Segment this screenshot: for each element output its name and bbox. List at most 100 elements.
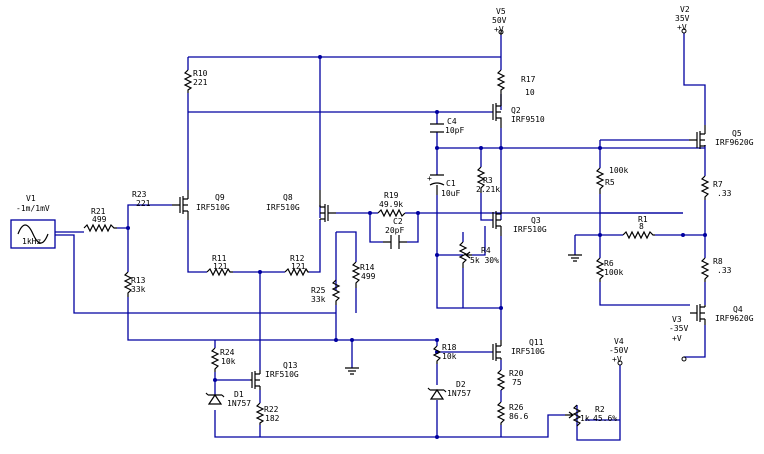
svg-text:2.21k: 2.21k: [476, 185, 500, 194]
svg-text:10k: 10k: [221, 357, 236, 366]
r2-resistor: [572, 404, 582, 427]
v5-supply-icon: [498, 29, 504, 35]
svg-text:R7: R7: [713, 180, 723, 189]
v3-supply-icon: [681, 356, 687, 362]
svg-text:R14: R14: [360, 263, 375, 272]
svg-text:45.6%: 45.6%: [593, 414, 617, 423]
svg-text:+: +: [427, 174, 432, 183]
svg-text:C4: C4: [447, 117, 457, 126]
svg-text:Q3: Q3: [531, 216, 541, 225]
q11-mosfet: [492, 340, 502, 361]
r20-resistor: [496, 369, 506, 391]
svg-text:R5: R5: [605, 178, 615, 187]
q13-mosfet: [250, 370, 261, 390]
svg-text:8: 8: [639, 222, 644, 231]
svg-text:R24: R24: [220, 348, 235, 357]
svg-text:1N757: 1N757: [447, 389, 471, 398]
svg-text:IRF9620G: IRF9620G: [715, 314, 754, 323]
r3-resistor: [476, 166, 486, 193]
svg-text:-35V: -35V: [669, 324, 688, 333]
svg-text:C2: C2: [393, 217, 403, 226]
svg-text:V5: V5: [496, 7, 506, 16]
q8-mosfet: [319, 190, 336, 222]
svg-text:+V: +V: [494, 25, 504, 34]
r18-resistor: [432, 345, 442, 364]
sources: [10, 28, 687, 366]
svg-text:R2: R2: [595, 405, 605, 414]
svg-text:R13: R13: [131, 276, 146, 285]
r7-resistor: [700, 175, 710, 200]
ground-icon: [568, 254, 582, 262]
v4-supply-icon: [617, 360, 623, 366]
d1-zener: [205, 392, 225, 405]
svg-text:1kHz: 1kHz: [22, 237, 41, 246]
svg-text:Q11: Q11: [529, 338, 544, 347]
r10-resistor: [183, 69, 193, 93]
svg-text:100k: 100k: [609, 166, 628, 175]
r4-resistor: [458, 241, 468, 268]
r21-resistor: [83, 223, 117, 233]
ground-icon: [345, 367, 359, 375]
svg-text:IRF510G: IRF510G: [266, 203, 300, 212]
diodes: [205, 387, 447, 405]
wires: [55, 33, 706, 441]
svg-text:R17: R17: [521, 75, 536, 84]
svg-text:Q13: Q13: [283, 361, 298, 370]
svg-text:V1: V1: [26, 194, 36, 203]
svg-text:R25: R25: [311, 286, 326, 295]
svg-text:.33: .33: [717, 189, 732, 198]
svg-text:R12: R12: [290, 254, 305, 263]
svg-text:Q5: Q5: [732, 129, 742, 138]
svg-text:Q8: Q8: [283, 193, 293, 202]
junctions: [126, 55, 707, 439]
svg-text:IRF510G: IRF510G: [511, 347, 545, 356]
r17-resistor: [496, 69, 506, 94]
svg-text:IRF510G: IRF510G: [265, 370, 299, 379]
svg-text:D2: D2: [456, 380, 466, 389]
svg-text:86.6: 86.6: [509, 412, 528, 421]
svg-text:10k: 10k: [442, 352, 457, 361]
svg-text:R20: R20: [509, 369, 524, 378]
svg-text:R18: R18: [442, 343, 457, 352]
svg-text:5k 30%: 5k 30%: [470, 256, 499, 265]
svg-text:R4: R4: [481, 246, 491, 255]
svg-text:+V: +V: [612, 355, 622, 364]
svg-text:-50V: -50V: [609, 346, 628, 355]
svg-text:-1m/1mV: -1m/1mV: [16, 204, 50, 213]
svg-text:499: 499: [361, 272, 376, 281]
r14-resistor: [351, 261, 361, 288]
svg-text:R1: R1: [638, 215, 648, 224]
r22-resistor: [255, 402, 265, 425]
c2-capacitor: [383, 235, 407, 249]
svg-text:10: 10: [525, 88, 535, 97]
r4-wiper: [465, 251, 472, 259]
svg-text:+V: +V: [677, 23, 687, 32]
svg-text:D1: D1: [234, 390, 244, 399]
svg-text:R19: R19: [384, 191, 399, 200]
svg-text:50V: 50V: [492, 16, 507, 25]
svg-text:33k: 33k: [131, 285, 146, 294]
svg-text:499: 499: [92, 215, 107, 224]
r19-resistor: [377, 208, 406, 218]
svg-text:35V: 35V: [675, 14, 690, 23]
r12-resistor: [284, 267, 309, 277]
svg-text:10pF: 10pF: [445, 126, 464, 135]
r24-resistor: [210, 347, 220, 372]
svg-text:75: 75: [512, 378, 522, 387]
r13-resistor: [123, 271, 133, 297]
svg-text:Q9: Q9: [215, 193, 225, 202]
svg-text:R10: R10: [193, 69, 208, 78]
svg-text:R23: R23: [132, 190, 147, 199]
svg-text:121: 121: [291, 262, 306, 271]
svg-text:R21: R21: [91, 207, 106, 216]
svg-text:R11: R11: [212, 254, 227, 263]
svg-text:Q4: Q4: [733, 305, 743, 314]
svg-text:R8: R8: [713, 257, 723, 266]
svg-text:V3: V3: [672, 315, 682, 324]
svg-text:IRF510G: IRF510G: [513, 225, 547, 234]
svg-text:IRF510G: IRF510G: [196, 203, 230, 212]
q4-mosfet: [690, 304, 706, 325]
mosfets: [172, 94, 706, 390]
r1-resistor: [622, 230, 655, 240]
